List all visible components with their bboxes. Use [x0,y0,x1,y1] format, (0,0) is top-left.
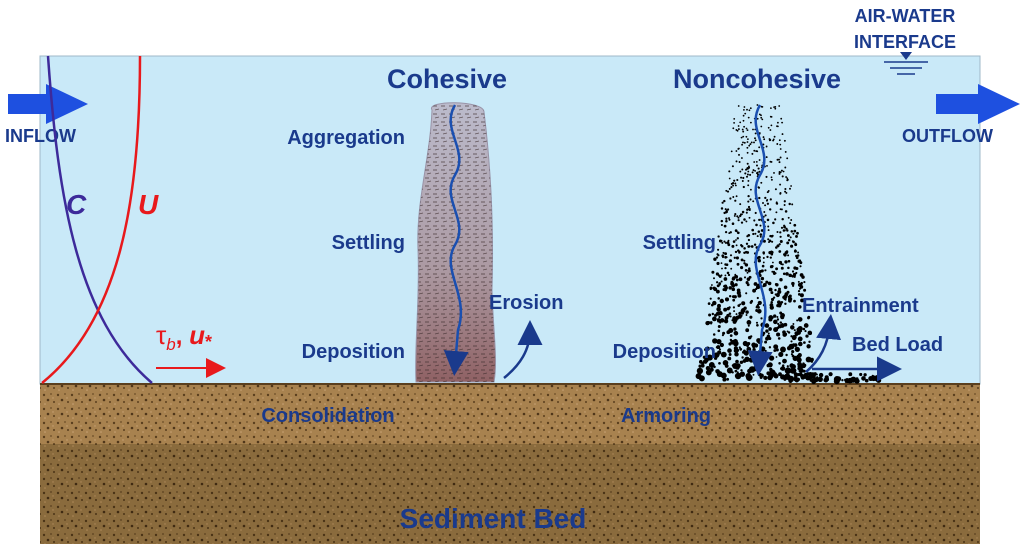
inflow-arrow-icon [8,84,88,124]
sediment-bed-upper [40,384,980,444]
sediment-bed-label: Sediment Bed [400,503,587,534]
noncohesive-title: Noncohesive [673,64,841,94]
settling-noncohesive-label: Settling [643,232,716,254]
deposition-cohesive-label: Deposition [302,341,405,363]
concentration-profile-curve [46,55,153,384]
erosion-arrow [503,320,543,379]
sediment-bed-lower [40,444,980,544]
profile-c-label: C [66,189,87,220]
profile-u-label: U [138,189,159,220]
outflow-label: OUTFLOW [902,126,993,146]
settling-cohesive-label: Settling [332,232,405,254]
consolidation-label: Consolidation [261,405,394,427]
cohesive-title: Cohesive [387,64,507,94]
bed-shear-stress-label: τb, u* [156,320,212,354]
armoring-label: Armoring [621,405,711,427]
shear-separator: , [176,323,189,350]
shear-tau: τ [156,320,167,350]
outflow-arrow-icon [936,84,1020,124]
aggregation-label: Aggregation [287,127,405,149]
entrainment-label: Entrainment [802,295,919,317]
erosion-label: Erosion [489,292,563,314]
shear-subscript-b: b [166,335,175,354]
noncohesive-settling-path [747,104,773,376]
shear-star: * [205,332,212,352]
interface-label-line2: INTERFACE [854,32,956,52]
noncohesive-particles [695,104,882,385]
entrainment-arrow [805,314,842,373]
cohesive-settling-path [443,104,469,376]
velocity-profile-curve [41,55,142,384]
inflow-label: INFLOW [5,126,76,146]
interface-label-line1: AIR-WATER [855,6,956,26]
deposition-noncohesive-label: Deposition [613,341,716,363]
shear-velocity-u: u [189,320,205,350]
bed-load-label: Bed Load [852,334,943,356]
water-level-symbol [884,52,928,75]
